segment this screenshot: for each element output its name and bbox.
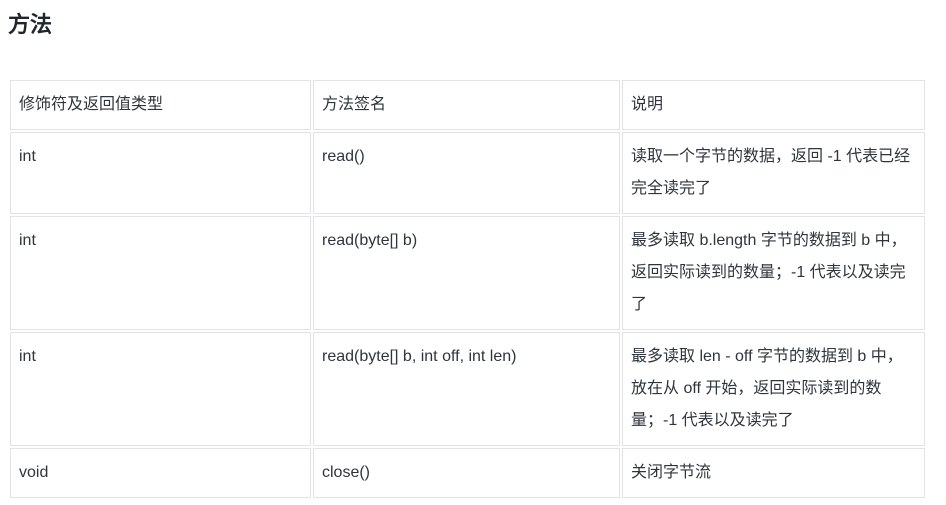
cell-type: void <box>10 448 311 499</box>
table-row: int read(byte[] b, int off, int len) 最多读… <box>10 332 925 447</box>
header-cell-description: 说明 <box>622 80 925 131</box>
cell-signature: read(byte[] b, int off, int len) <box>313 332 620 447</box>
table-row: int read(byte[] b) 最多读取 b.length 字节的数据到 … <box>10 216 925 331</box>
cell-type: int <box>10 332 311 447</box>
cell-description: 关闭字节流 <box>622 448 925 499</box>
header-cell-signature: 方法签名 <box>313 80 620 131</box>
methods-table: 修饰符及返回值类型 方法签名 说明 int read() 读取一个字节的数据，返… <box>8 78 927 500</box>
cell-signature: read(byte[] b) <box>313 216 620 331</box>
section-heading: 方法 <box>8 12 53 37</box>
cell-type: int <box>10 132 311 215</box>
table-row: void close() 关闭字节流 <box>10 448 925 499</box>
table-header-row: 修饰符及返回值类型 方法签名 说明 <box>10 80 925 131</box>
header-cell-type: 修饰符及返回值类型 <box>10 80 311 131</box>
methods-table-body: int read() 读取一个字节的数据，返回 -1 代表已经完全读完了 int… <box>10 132 925 499</box>
cell-type: int <box>10 216 311 331</box>
cell-signature: read() <box>313 132 620 215</box>
cell-description: 最多读取 b.length 字节的数据到 b 中，返回实际读到的数量；-1 代表… <box>622 216 925 331</box>
methods-table-head: 修饰符及返回值类型 方法签名 说明 <box>10 80 925 131</box>
cell-description: 读取一个字节的数据，返回 -1 代表已经完全读完了 <box>622 132 925 215</box>
cell-description: 最多读取 len - off 字节的数据到 b 中，放在从 off 开始，返回实… <box>622 332 925 447</box>
cell-signature: close() <box>313 448 620 499</box>
table-row: int read() 读取一个字节的数据，返回 -1 代表已经完全读完了 <box>10 132 925 215</box>
